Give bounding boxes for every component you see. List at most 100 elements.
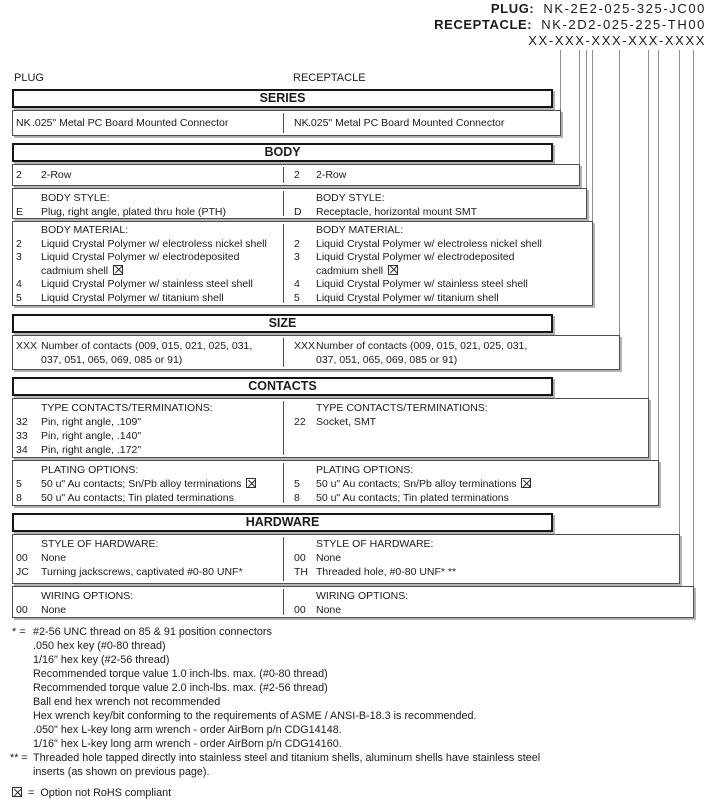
option-row: 00 None [284, 551, 679, 565]
option-text: 50 u" Au contacts; Sn/Pb alloy terminati… [41, 478, 242, 490]
body-style-label: BODY STYLE: [41, 192, 110, 204]
option-code: 8 [294, 492, 300, 504]
pn-connector-wiring [693, 50, 694, 586]
size-receptacle-column: XXX Number of contacts (009, 015, 021, 0… [284, 336, 619, 369]
option-text: Liquid Crystal Polymer w/ electrodeposit… [316, 251, 515, 263]
column-divider [283, 401, 284, 455]
section-header-hardware: HARDWARE [12, 513, 553, 532]
footnote-line: inserts (as shown on previous page). [33, 766, 210, 778]
option-text: .025" Metal PC Board Mounted Connector [308, 117, 505, 129]
hardware-style-box: STYLE OF HARDWARE: 00 None JC Turning ja… [12, 534, 680, 584]
footnote-rohs-equals: = [28, 787, 35, 799]
not-rohs-icon [521, 478, 532, 488]
option-text: cadmium shell [316, 264, 384, 277]
option-text: None [41, 552, 67, 564]
option-text: Liquid Crystal Polymer w/ stainless stee… [316, 278, 528, 290]
footnote-line: 1/16" hex L-key long arm wrench - order … [33, 738, 342, 750]
option-row-wrap: cadmium shell [284, 264, 592, 279]
option-row: 3 Liquid Crystal Polymer w/ electrodepos… [284, 251, 592, 265]
footnote-double-star: ** = Threaded hole tapped directly into … [10, 751, 540, 779]
pn-connector-body-style [586, 50, 587, 188]
body-rows-plug-column: 2 2-Row [13, 165, 283, 185]
plug-part-number-label: PLUG: [490, 1, 535, 16]
column-divider [283, 537, 284, 581]
plating-label: PLATING OPTIONS: [41, 464, 139, 476]
option-code: 00 [16, 604, 28, 616]
option-code: 3 [16, 251, 22, 263]
option-code: TH [294, 566, 308, 578]
plug-part-number-row: PLUG:NK-2E2-025-325-JC00 [434, 1, 706, 17]
option-text: None [41, 604, 67, 616]
section-header-body: BODY [12, 143, 553, 162]
pn-connector-body-material [592, 50, 593, 221]
option-text: Socket, SMT [316, 416, 377, 428]
option-text: Pin, right angle, .172" [41, 444, 142, 456]
footnote-line: Recommended torque value 2.0 inch-lbs. m… [33, 682, 328, 694]
pn-connector-size [619, 50, 620, 335]
option-text: Receptacle, horizontal mount SMT [316, 206, 478, 218]
option-row: NK .025" Metal PC Board Mounted Connecto… [284, 116, 560, 130]
option-text: Pin, right angle, .140" [41, 430, 142, 442]
not-rohs-icon [388, 264, 399, 275]
body-rows-receptacle-column: 2 2-Row [284, 165, 579, 185]
option-row: 8 50 u" Au contacts; Tin plated terminat… [284, 491, 658, 505]
option-row: 00 None [284, 603, 693, 617]
pn-connector-series [560, 50, 561, 110]
wiring-plug-column: WIRING OPTIONS: 00 None [13, 587, 283, 617]
pn-connector-plating [658, 50, 659, 460]
body-material-label: BODY MATERIAL: [316, 224, 404, 236]
plating-label: PLATING OPTIONS: [316, 464, 414, 476]
option-code: 5 [16, 291, 22, 304]
option-text: 50 u" Au contacts; Sn/Pb alloy terminati… [316, 478, 517, 490]
option-text: None [316, 604, 342, 616]
option-row-wrap: cadmium shell [13, 264, 283, 279]
option-row: 5 Liquid Crystal Polymer w/ titanium she… [13, 292, 283, 306]
hardware-style-plug-column: STYLE OF HARDWARE: 00 None JC Turning ja… [13, 535, 283, 583]
part-number-mask: XX-XXX-XXX-XXX-XXXX [528, 33, 706, 48]
footnote-star: * = #2-56 UNC thread on 85 & 91 position… [12, 625, 540, 751]
option-text: Turning jackscrews, captivated #0-80 UNF… [41, 566, 243, 578]
option-code: 32 [16, 416, 28, 428]
option-text: 037, 051, 065, 069, 085 or 91) [316, 354, 458, 366]
not-rohs-icon [12, 787, 22, 797]
footnote-line: #2-56 UNC thread on 85 & 91 position con… [33, 626, 272, 638]
option-code: 2 [294, 237, 300, 250]
option-row: 00 None [13, 551, 283, 565]
footnote-line: .050 hex key (#0-80 thread) [33, 640, 166, 652]
receptacle-part-number-label: RECEPTACLE: [434, 17, 533, 32]
option-row: 2 2-Row [13, 168, 283, 182]
plating-plug-column: PLATING OPTIONS: 5 50 u" Au contacts; Sn… [13, 461, 283, 505]
section-header-size: SIZE [12, 314, 553, 333]
contact-type-label: TYPE CONTACTS/TERMINATIONS: [316, 402, 488, 414]
option-row: NK .025" Metal PC Board Mounted Connecto… [13, 116, 283, 130]
option-code: JC [16, 566, 29, 578]
body-style-receptacle-column: BODY STYLE: D Receptacle, horizontal mou… [284, 189, 586, 218]
option-row: E Plug, right angle, plated thru hole (P… [13, 205, 283, 218]
column-divider [283, 224, 284, 303]
pn-connector-body-rows [579, 50, 580, 164]
footnote-rohs-text: Option not RoHS compliant [40, 787, 172, 799]
option-row: 00 None [13, 603, 283, 617]
body-style-box: BODY STYLE: E Plug, right angle, plated … [12, 188, 587, 219]
series-options-box: NK .025" Metal PC Board Mounted Connecto… [12, 110, 561, 136]
receptacle-part-number-row: RECEPTACLE: NK-2D2-025-225-TH00 [434, 17, 706, 33]
option-row: TH Threaded hole, #0-80 UNF* ** [284, 565, 679, 579]
pn-connector-contact-type [648, 50, 649, 398]
body-material-label: BODY MATERIAL: [41, 224, 129, 236]
body-row-count-box: 2 2-Row 2 2-Row [12, 164, 580, 186]
option-row: 2 Liquid Crystal Polymer w/ electroless … [284, 238, 592, 252]
option-text: 50 u" Au contacts; Tin plated terminatio… [316, 492, 509, 504]
wiring-label: WIRING OPTIONS: [41, 590, 134, 602]
footnote-line: 1/16" hex key (#2-56 thread) [33, 654, 170, 666]
not-rohs-icon [246, 478, 257, 488]
series-receptacle-column: NK .025" Metal PC Board Mounted Connecto… [284, 111, 560, 135]
option-row: 5 50 u" Au contacts; Sn/Pb alloy termina… [13, 477, 283, 491]
receptacle-part-number-value: NK-2D2-025-225-TH00 [541, 17, 706, 32]
option-text: None [316, 552, 342, 564]
body-material-plug-column: BODY MATERIAL: 2 Liquid Crystal Polymer … [13, 222, 283, 305]
wiring-options-box: WIRING OPTIONS: 00 None WIRING OPTIONS: … [12, 586, 694, 618]
option-code: 5 [16, 478, 22, 490]
series-plug-column: NK .025" Metal PC Board Mounted Connecto… [13, 111, 283, 135]
option-text: Threaded hole, #0-80 UNF* ** [316, 566, 457, 578]
